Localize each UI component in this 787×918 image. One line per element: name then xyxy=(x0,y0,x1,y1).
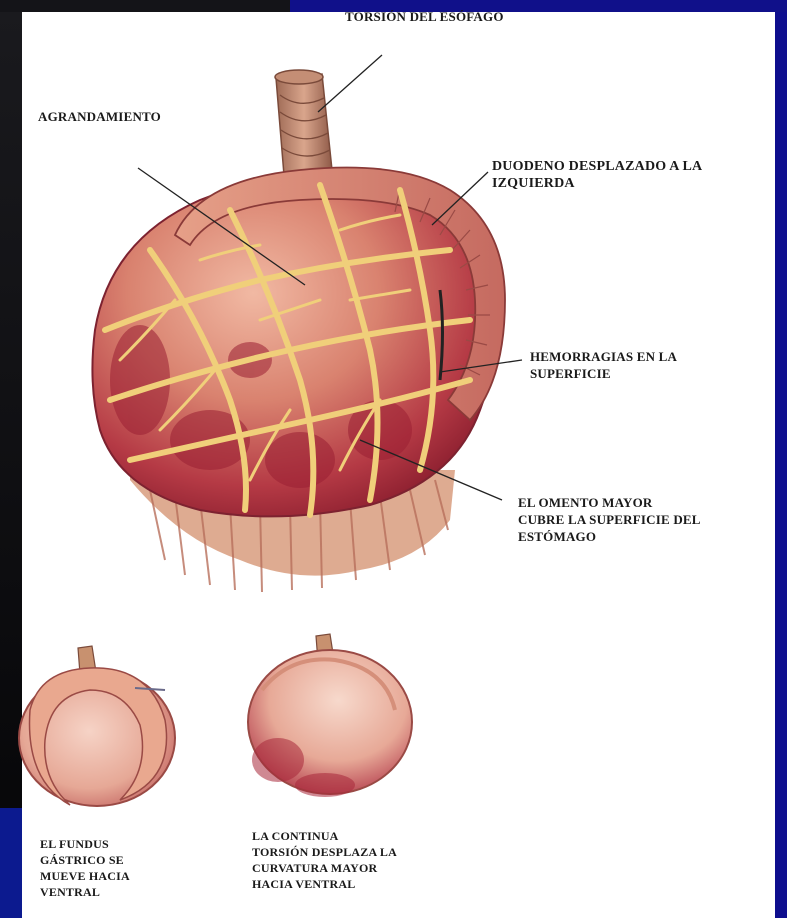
label-curvature: LA CONTINUA TORSIÓN DESPLAZA LA CURVATUR… xyxy=(252,828,397,892)
label-enlargement: AGRANDAMIENTO xyxy=(38,108,161,125)
label-omentum: EL OMENTO MAYOR CUBRE LA SUPERFICIE DEL … xyxy=(518,494,701,545)
small-stomach-fundus xyxy=(19,646,175,806)
esophagus xyxy=(275,70,332,175)
label-duodenum: DUODENO DESPLAZADO A LA IZQUIERDA xyxy=(492,158,702,192)
label-hemorrhages: HEMORRAGIAS EN LA SUPERFICIE xyxy=(530,348,677,382)
label-esophagus-torsion: TORSIÓN DEL ESÓFAGO xyxy=(345,8,504,25)
label-fundus: EL FUNDUS GÁSTRICO SE MUEVE HACIA VENTRA… xyxy=(40,836,130,900)
small-stomach-curvature xyxy=(248,634,412,797)
